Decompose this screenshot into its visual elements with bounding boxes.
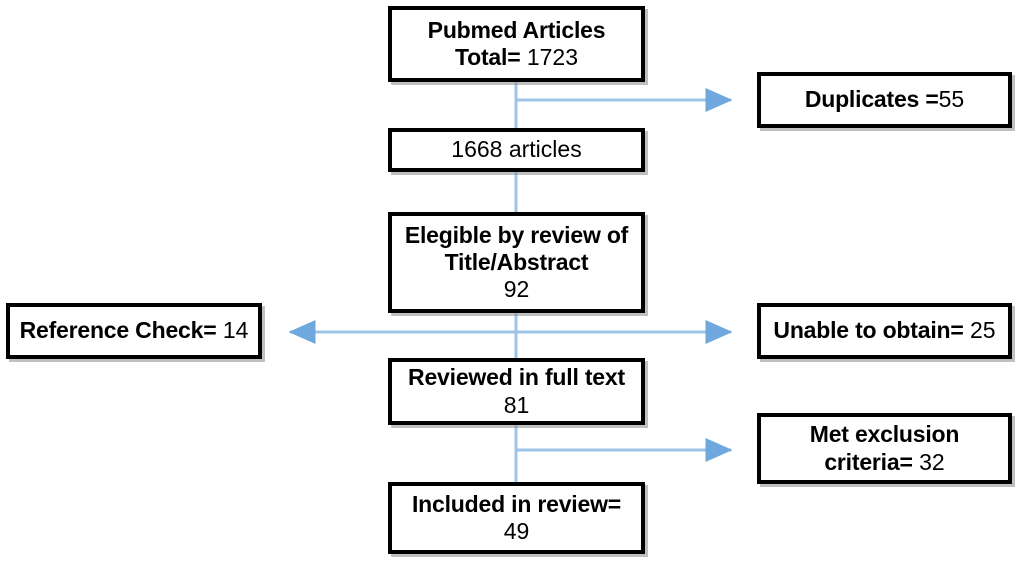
node-reference-check-line1: Reference Check= 14	[19, 317, 249, 344]
node-eligible-value: 92	[503, 276, 530, 303]
node-included-in-review: Included in review= 49	[388, 482, 645, 554]
node-reviewed-full-text: Reviewed in full text 81	[388, 358, 645, 425]
node-fulltext-line1: Reviewed in full text	[408, 364, 625, 391]
node-included-value: 49	[503, 518, 530, 544]
node-pubmed-articles: Pubmed Articles Total= 1723	[388, 6, 645, 82]
node-pubmed-line2: Total= 1723	[454, 44, 579, 70]
node-met-exclusion-line2: criteria= 32	[824, 448, 945, 475]
node-met-exclusion-criteria: Met exclusion criteria= 32	[757, 413, 1012, 484]
node-duplicates: Duplicates =55	[757, 72, 1012, 128]
node-eligible-title-abstract: Elegible by review of Title/Abstract 92	[388, 212, 645, 313]
node-eligible-line2: Title/Abstract	[444, 248, 589, 275]
node-pubmed-line1: Pubmed Articles	[427, 16, 606, 43]
node-eligible-line1: Elegible by review of	[404, 221, 629, 248]
node-fulltext-value: 81	[503, 391, 530, 418]
node-met-exclusion-line1: Met exclusion	[809, 421, 960, 448]
node-unable-to-obtain-line1: Unable to obtain= 25	[773, 317, 996, 344]
node-included-line1: Included in review=	[411, 490, 622, 517]
node-1668-line1: 1668 articles	[451, 136, 582, 163]
node-unable-to-obtain: Unable to obtain= 25	[757, 303, 1012, 359]
node-reference-check: Reference Check= 14	[6, 303, 262, 359]
node-duplicates-line1: Duplicates =55	[804, 86, 965, 113]
node-1668-articles: 1668 articles	[388, 128, 645, 172]
